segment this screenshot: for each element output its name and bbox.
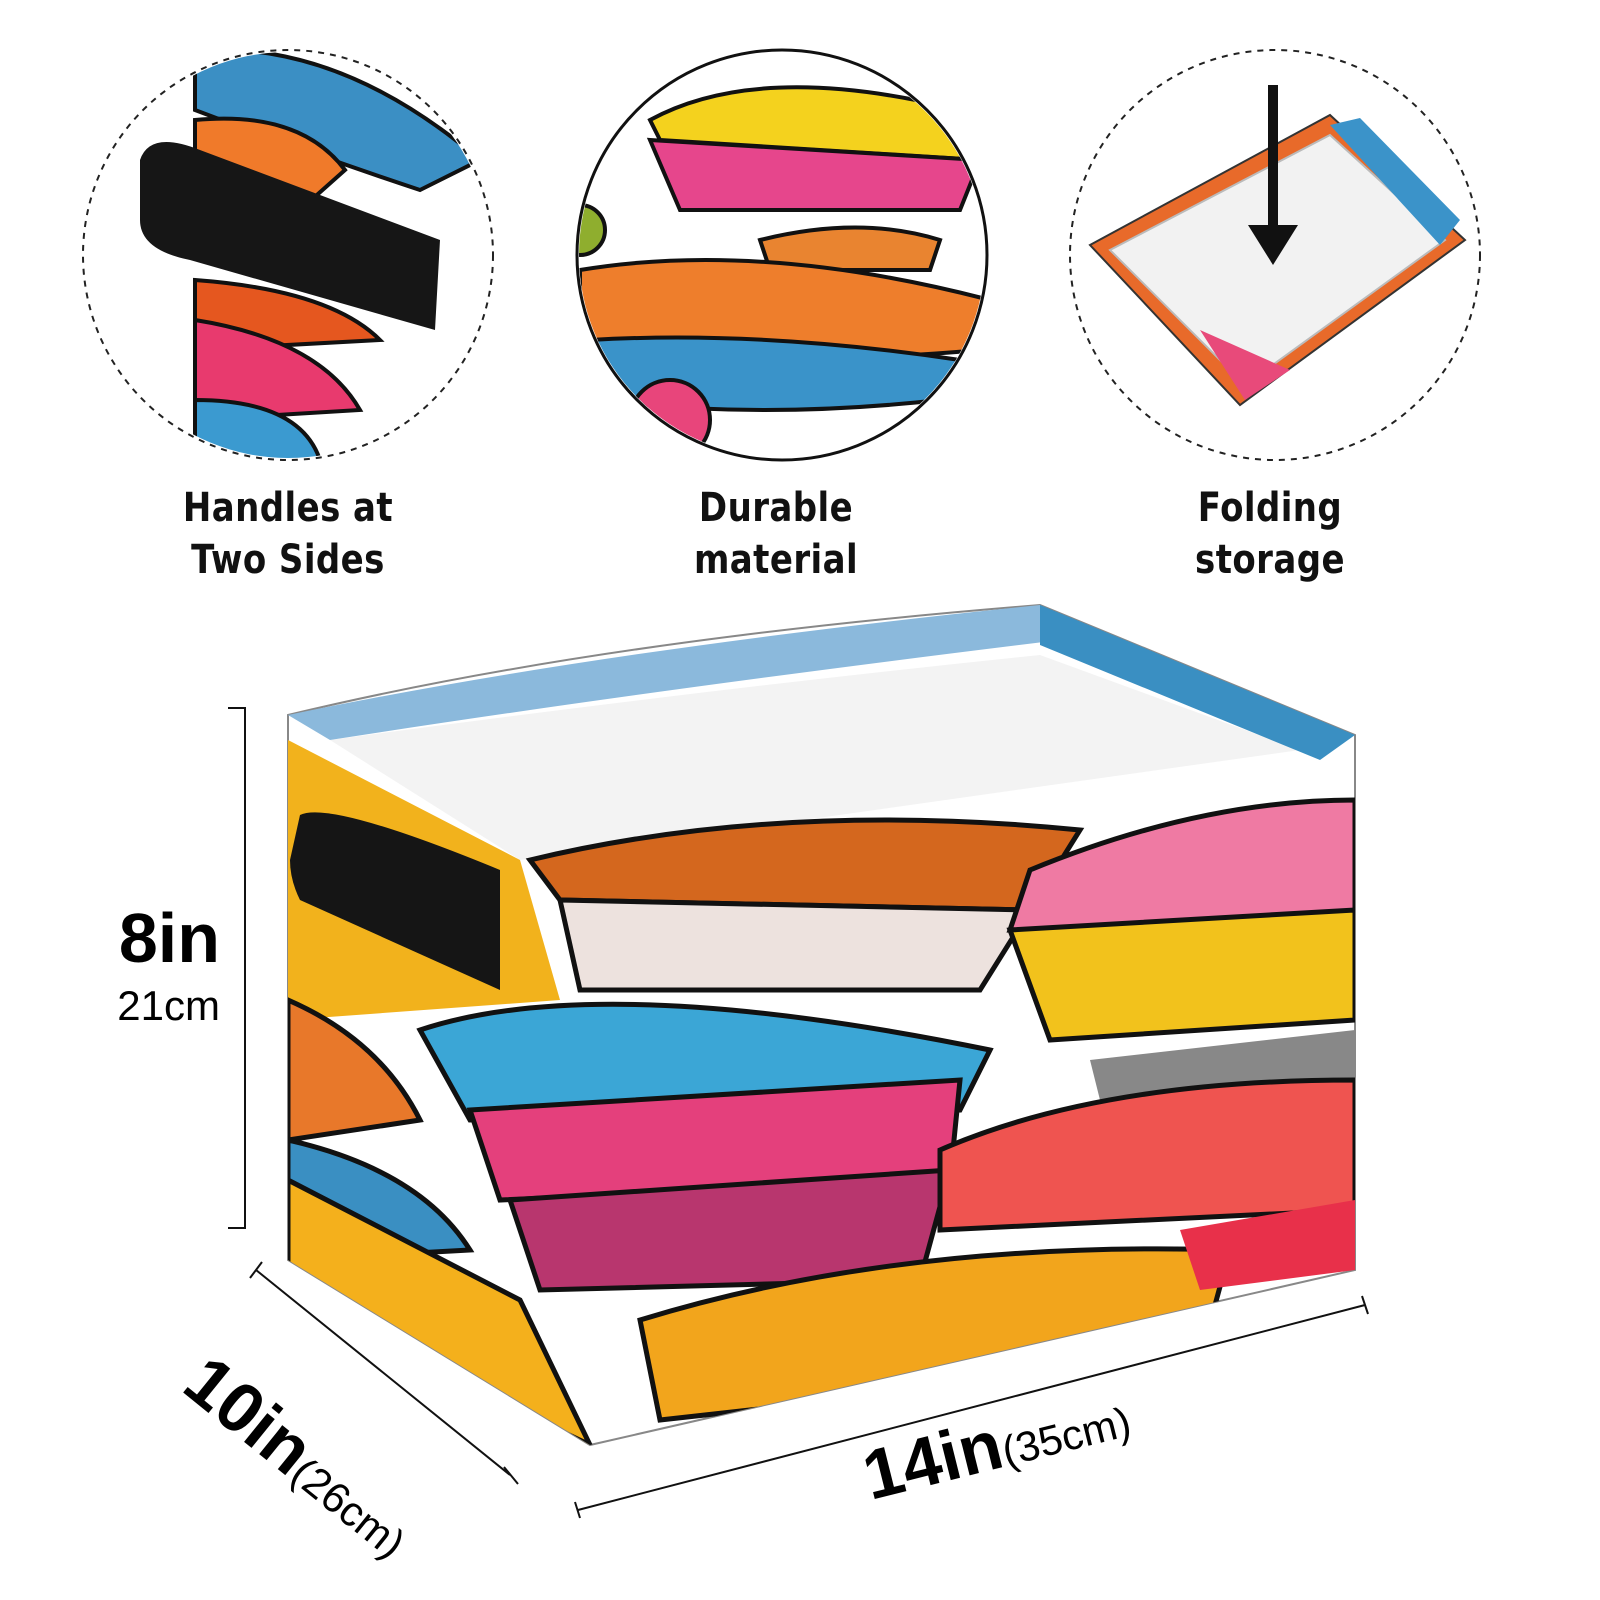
feature-folding-label: Folding storage xyxy=(1117,482,1423,586)
feature-line: Two Sides xyxy=(191,537,385,583)
down-arrow-icon xyxy=(1248,225,1298,265)
folding-detail-circle xyxy=(1069,49,1481,461)
feature-line: Handles at xyxy=(182,485,394,531)
dimension-lines xyxy=(228,707,1369,1519)
feature-line: storage xyxy=(1195,537,1345,583)
handle-strap xyxy=(140,142,440,330)
feature-handles-label: Handles at Two Sides xyxy=(135,482,441,586)
feature-line: Durable xyxy=(698,485,854,531)
material-detail-circle xyxy=(575,48,989,462)
height-inches: 8in xyxy=(118,899,220,977)
feature-line: material xyxy=(693,537,859,583)
height-cm: 21cm xyxy=(117,982,220,1029)
side-handle xyxy=(290,812,500,990)
storage-basket xyxy=(287,603,1356,1447)
feature-material-label: Durable material xyxy=(623,482,929,586)
feature-line: Folding xyxy=(1197,485,1343,531)
handles-detail-circle xyxy=(82,49,494,461)
